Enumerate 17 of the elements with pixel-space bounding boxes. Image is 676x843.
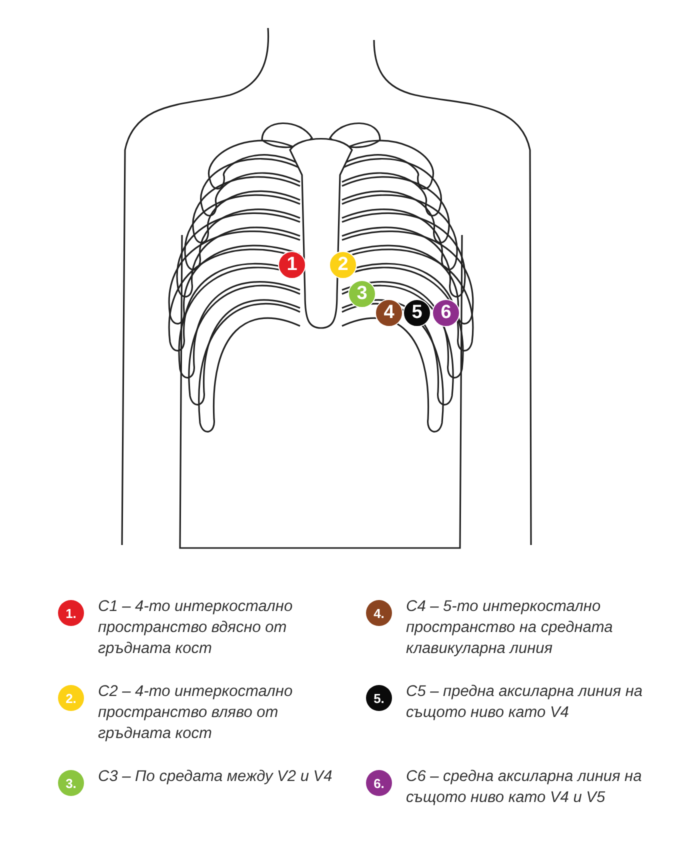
electrode-marker: 4 [375, 299, 403, 327]
legend-number: 1. [66, 606, 76, 620]
electrode-marker: 1 [278, 251, 306, 279]
legend-text: C6 – средна аксиларна линия на същото ниво като V4 и V5 [406, 767, 643, 808]
electrode-marker: 3 [348, 280, 376, 308]
legend-text: C2 – 4-то интеркостално пространство вляво от гръдната кост [98, 682, 294, 744]
electrode-marker: 5 [403, 299, 431, 327]
legend-text: C1 – 4-то интеркостално пространство вдясно от гръдната кост [98, 597, 294, 659]
legend-text: C5 – предна аксиларна линия на същото ниво като V4 [406, 682, 644, 723]
legend-text: C3 – По средата между V2 и V4 [98, 767, 334, 787]
legend-number: 6. [374, 776, 384, 790]
electrode-marker: 6 [432, 299, 460, 327]
legend-number: 3. [66, 776, 76, 790]
legend-number: 5. [374, 690, 384, 706]
legend-number: 2. [66, 690, 76, 706]
legend-text: C4 – 5-то интеркостално пространство на средната клавикуларна линия [406, 597, 614, 659]
legend-number: 4. [374, 606, 384, 620]
